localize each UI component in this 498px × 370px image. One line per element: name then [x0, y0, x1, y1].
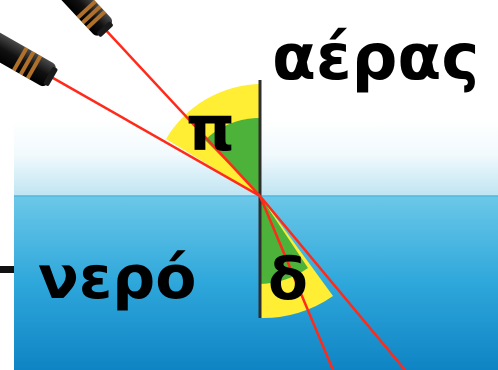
air-label: αέρας — [272, 26, 479, 90]
incidence-angle-label: π — [186, 98, 235, 160]
laser-pointer-icon — [0, 20, 60, 89]
refraction-angle-label: δ — [268, 250, 308, 308]
laser-pointer-icon — [56, 0, 116, 40]
water-label: νερό — [38, 248, 196, 308]
left-edge-mark — [0, 266, 14, 273]
